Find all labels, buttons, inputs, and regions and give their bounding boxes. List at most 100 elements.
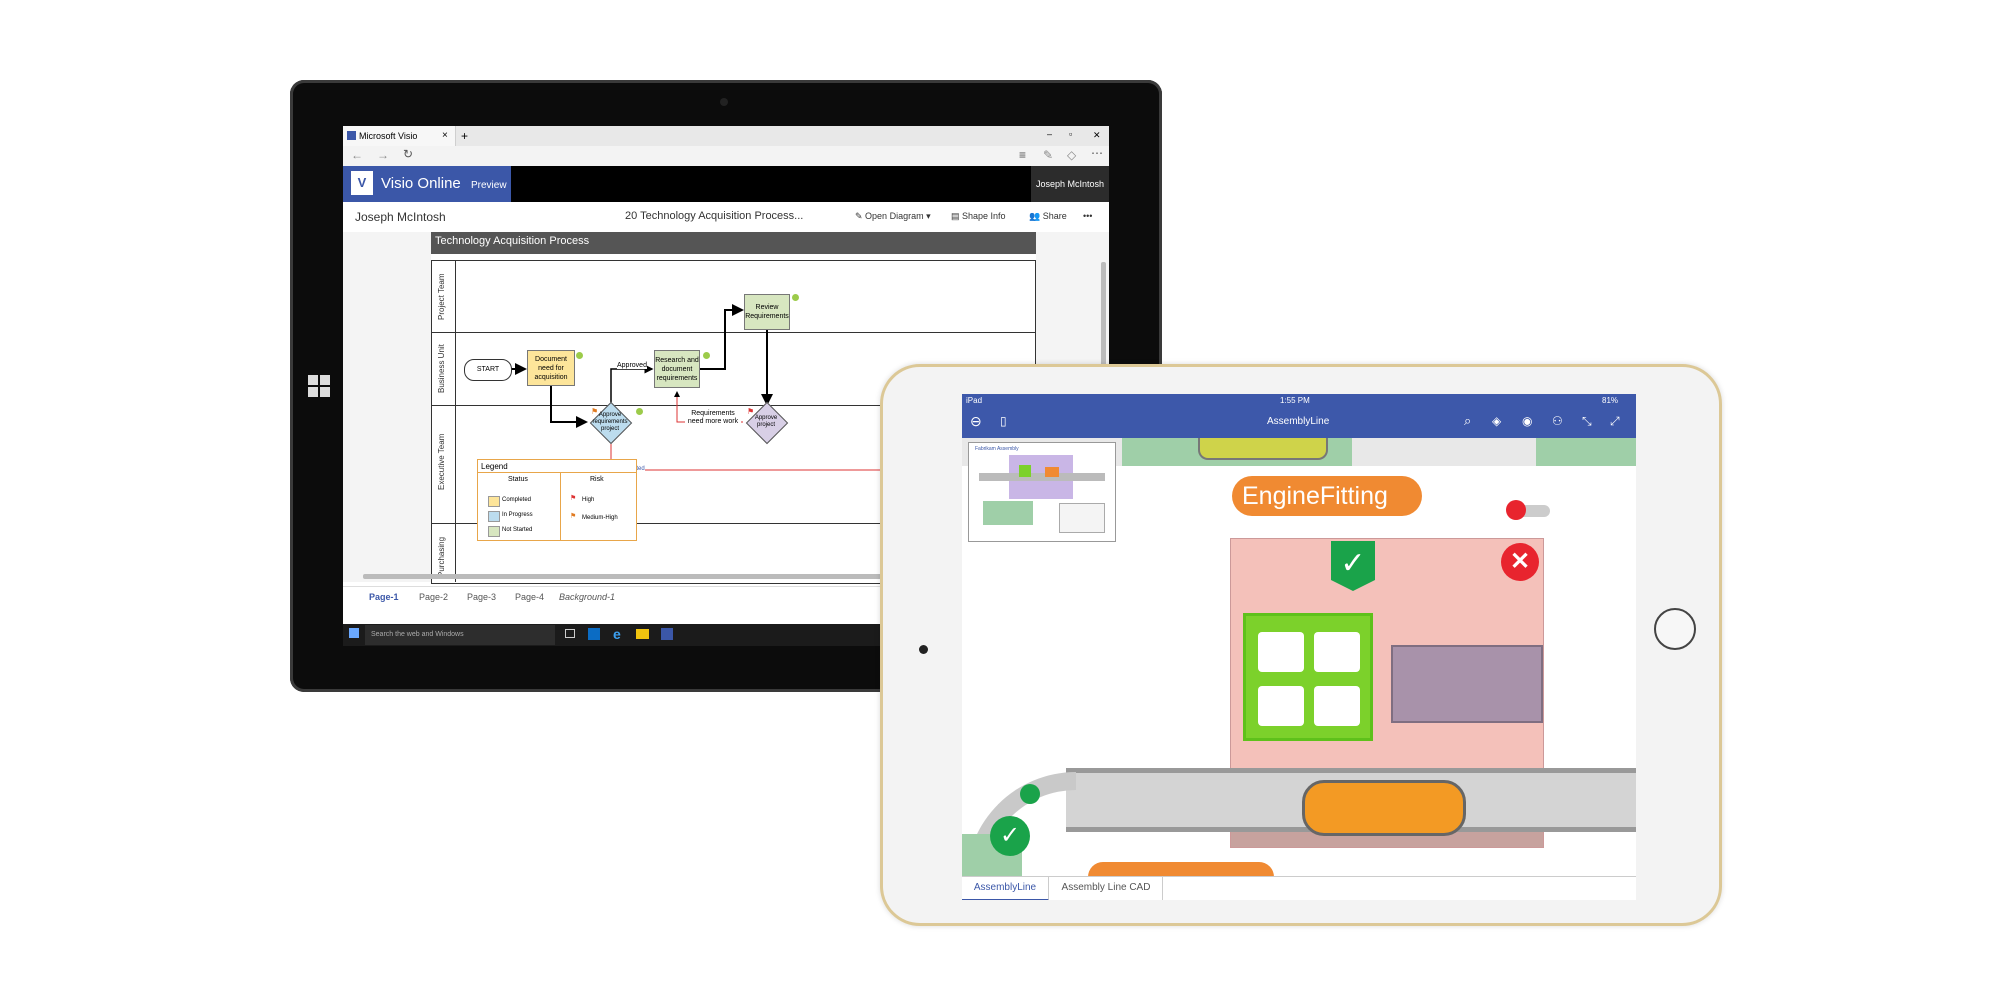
tab-title: Microsoft Visio xyxy=(359,131,418,141)
expand-icon[interactable]: ⤢ xyxy=(1610,414,1620,428)
status-dot-icon xyxy=(792,294,799,301)
decision-label: Approve requirements project xyxy=(592,412,628,432)
swatch-not-started xyxy=(488,526,500,537)
check-circle-icon[interactable]: ✓ xyxy=(990,816,1030,856)
page-tab[interactable]: Assembly Line CAD xyxy=(1050,877,1163,900)
thumbnail-table xyxy=(1059,503,1105,533)
page-tab[interactable]: Page-1 xyxy=(369,592,399,602)
vehicle-car[interactable] xyxy=(1302,780,1466,836)
bag-icon xyxy=(1314,632,1360,672)
vertical-scrollbar[interactable] xyxy=(1101,262,1106,412)
back-arrow-icon[interactable]: ← xyxy=(351,148,363,162)
legend: Legend Status Risk Completed In Progress… xyxy=(477,459,637,541)
connector-label: Approved xyxy=(617,362,647,369)
page-tab[interactable]: Page-3 xyxy=(467,592,497,602)
status-time: 1:55 PM xyxy=(1280,396,1310,405)
visio-favicon-icon xyxy=(347,131,356,140)
brand-name: Visio Online xyxy=(381,175,461,192)
page-tab[interactable]: AssemblyLine xyxy=(962,877,1049,900)
browser-tab[interactable]: Microsoft Visio × xyxy=(343,126,456,146)
robot-machine[interactable] xyxy=(1391,645,1543,723)
visio-taskbar-icon[interactable] xyxy=(661,628,673,640)
start-terminator[interactable]: START xyxy=(464,359,512,381)
new-tab-button[interactable]: + xyxy=(461,129,469,143)
status-dot-icon xyxy=(703,352,710,359)
legend-item: In Progress xyxy=(502,512,533,518)
task-view-icon[interactable] xyxy=(565,629,575,638)
close-circle-icon[interactable]: ✕ xyxy=(1501,543,1539,581)
minimize-button[interactable]: – xyxy=(1047,129,1053,139)
station-toggle[interactable] xyxy=(1506,500,1550,520)
process-review[interactable]: Review Requirements xyxy=(744,294,790,330)
flag-medium-icon: ⚑ xyxy=(570,513,577,520)
app-title: AssemblyLine xyxy=(1267,416,1330,427)
lane-project-team xyxy=(431,260,1036,333)
process-document-need[interactable]: Document need for acquisition xyxy=(527,350,575,386)
taskbar-search[interactable]: Search the web and Windows xyxy=(365,625,555,645)
layers-icon[interactable]: ◈ xyxy=(1492,414,1502,428)
forward-arrow-icon[interactable]: → xyxy=(377,148,389,162)
open-diagram-button[interactable]: ✎ Open Diagram ▾ xyxy=(855,211,931,221)
search-icon[interactable]: ⌕ xyxy=(1464,413,1472,428)
battery-level: 81% xyxy=(1602,396,1619,405)
notes-icon[interactable]: ✎ xyxy=(1043,148,1054,162)
start-button-icon[interactable] xyxy=(349,628,359,638)
pencil-icon: ✎ xyxy=(855,211,866,221)
visio-brand: V Visio Online Preview xyxy=(343,166,511,202)
legend-title: Legend xyxy=(481,462,508,471)
camera xyxy=(720,98,728,106)
browser-tab-bar: Microsoft Visio × + – ▫ ✕ xyxy=(343,126,1109,147)
edge-icon[interactable]: e xyxy=(613,626,621,642)
flag-high-icon: ⚑ xyxy=(570,495,577,502)
share-button[interactable]: 👥 Share xyxy=(1029,211,1067,222)
flag-icon: ⚑ xyxy=(747,407,755,416)
file-explorer-icon[interactable] xyxy=(636,629,649,639)
collapse-icon[interactable]: ⤡ xyxy=(1582,414,1592,428)
restore-button[interactable]: ▫ xyxy=(1069,129,1073,139)
legend-status-header: Status xyxy=(508,476,528,483)
thumbnail-title: Fabrikam Assembly xyxy=(975,446,1019,452)
connector-label: Requirements need more work xyxy=(685,410,741,426)
more-browser-icon[interactable]: ⋯ xyxy=(1091,146,1103,160)
page-tab[interactable]: Page-4 xyxy=(515,592,545,602)
more-options-button[interactable]: ••• xyxy=(1083,211,1093,221)
top-station-right xyxy=(1536,438,1636,466)
decision-approve-requirements[interactable]: Approve requirements project xyxy=(589,401,633,445)
bag-icon xyxy=(1258,686,1304,726)
thumbnail-station xyxy=(983,501,1033,525)
add-person-icon[interactable]: ⚇ xyxy=(1552,414,1563,428)
document-title[interactable]: 20 Technology Acquisition Process... xyxy=(625,210,804,222)
horizontal-scrollbar[interactable] xyxy=(363,574,883,579)
parts-bin[interactable] xyxy=(1243,613,1373,741)
thumbnail-conveyor xyxy=(979,473,1105,481)
decision-approve-project[interactable]: Approve project xyxy=(745,401,789,445)
thumbnail-bin xyxy=(1019,465,1031,477)
page-tab[interactable]: Background-1 xyxy=(559,592,616,602)
document-icon[interactable]: ▯ xyxy=(1000,414,1007,428)
open-diagram-label: Open Diagram xyxy=(865,211,924,221)
legend-item: High xyxy=(582,497,595,503)
check-badge-icon[interactable]: ✓ xyxy=(1331,541,1375,591)
refresh-icon[interactable]: ↻ xyxy=(403,147,414,161)
device-label: iPad xyxy=(966,396,983,405)
home-button[interactable] xyxy=(1654,608,1696,650)
shape-info-button[interactable]: ▤ Shape Info xyxy=(951,211,1006,222)
legend-item: Medium-High xyxy=(582,515,618,521)
close-window-button[interactable]: ✕ xyxy=(1093,130,1101,140)
back-icon[interactable]: ⊖ xyxy=(970,413,982,429)
eye-icon[interactable]: ◉ xyxy=(1522,414,1533,428)
process-research[interactable]: Research and document requirements xyxy=(654,350,700,388)
assembly-canvas[interactable]: Fabrikam Assembly EngineFitting ✓ ✕ xyxy=(962,438,1636,892)
station-label[interactable]: EngineFitting xyxy=(1232,476,1422,516)
page-tab[interactable]: Page-2 xyxy=(419,592,449,602)
outlook-icon[interactable] xyxy=(588,628,600,640)
page-thumbnail[interactable]: Fabrikam Assembly xyxy=(968,442,1116,542)
bag-icon xyxy=(1258,632,1304,672)
account-button[interactable]: Joseph McIntosh xyxy=(1031,166,1109,202)
reading-list-icon[interactable]: ≡ xyxy=(1019,148,1027,162)
top-vehicle xyxy=(1198,438,1328,460)
windows-logo-icon[interactable] xyxy=(308,375,330,397)
share-label: Share xyxy=(1042,211,1067,221)
share-browser-icon[interactable]: ◇ xyxy=(1067,148,1077,162)
tab-close-icon[interactable]: × xyxy=(442,130,448,141)
